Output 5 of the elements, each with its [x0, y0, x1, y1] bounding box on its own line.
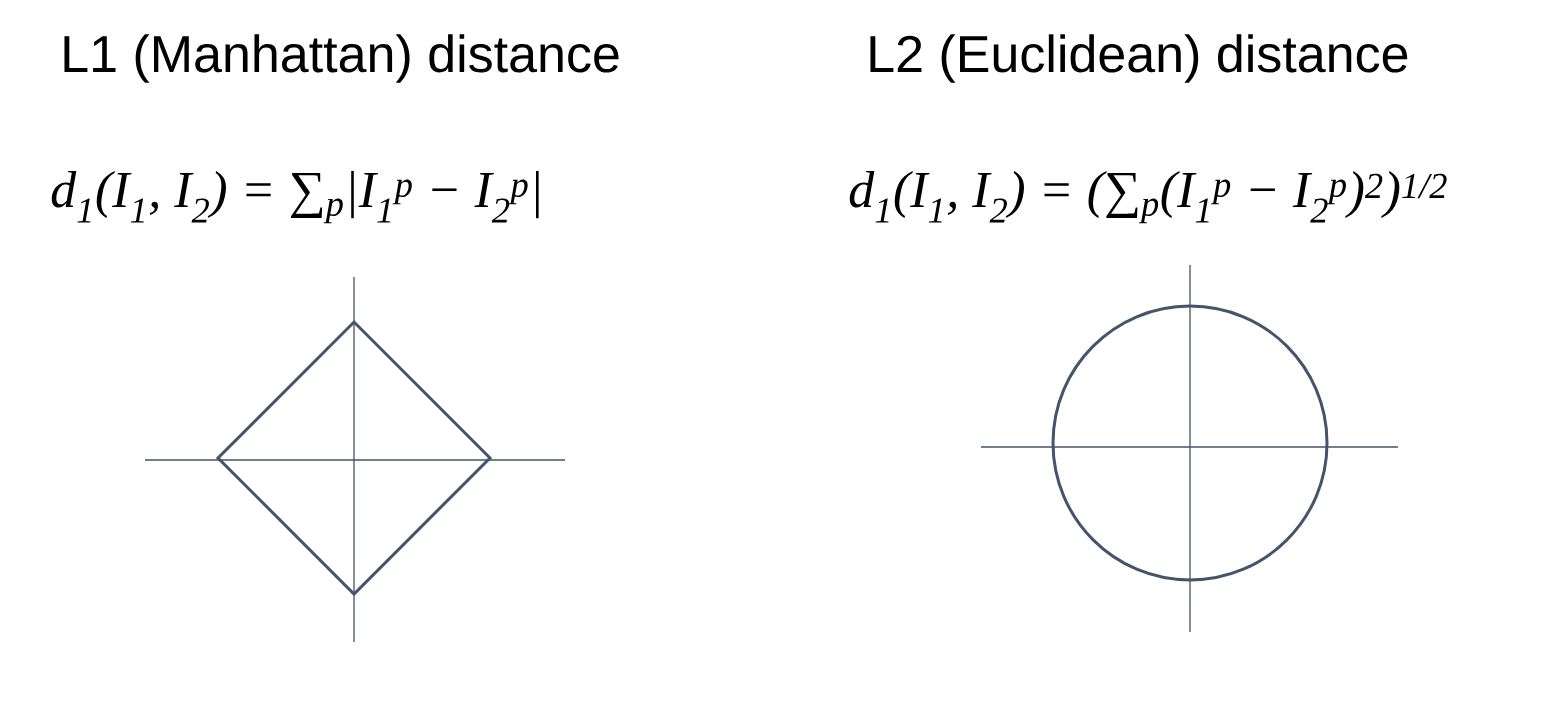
circle-shape: [1051, 304, 1329, 582]
formula: d$_{1}$(I$_{1}$, I$_{2}$) = ∑$_{p}$|I$_{1}$$^{p}$ − I$_{2}$$^{p}$|: [51, 170, 539, 224]
heading: L2 (Euclidean) distance: [870, 34, 1408, 83]
heading: L1 (Manhattan) distance: [64, 34, 619, 83]
formula: d$_{1}$(I$_{1}$, I$_{2}$) = (∑$_{p}$(I$_{1}$$^{p}$ − I$_{2}$$^{p}$)$^{2}$)$^{1/2}$: [849, 170, 1447, 224]
